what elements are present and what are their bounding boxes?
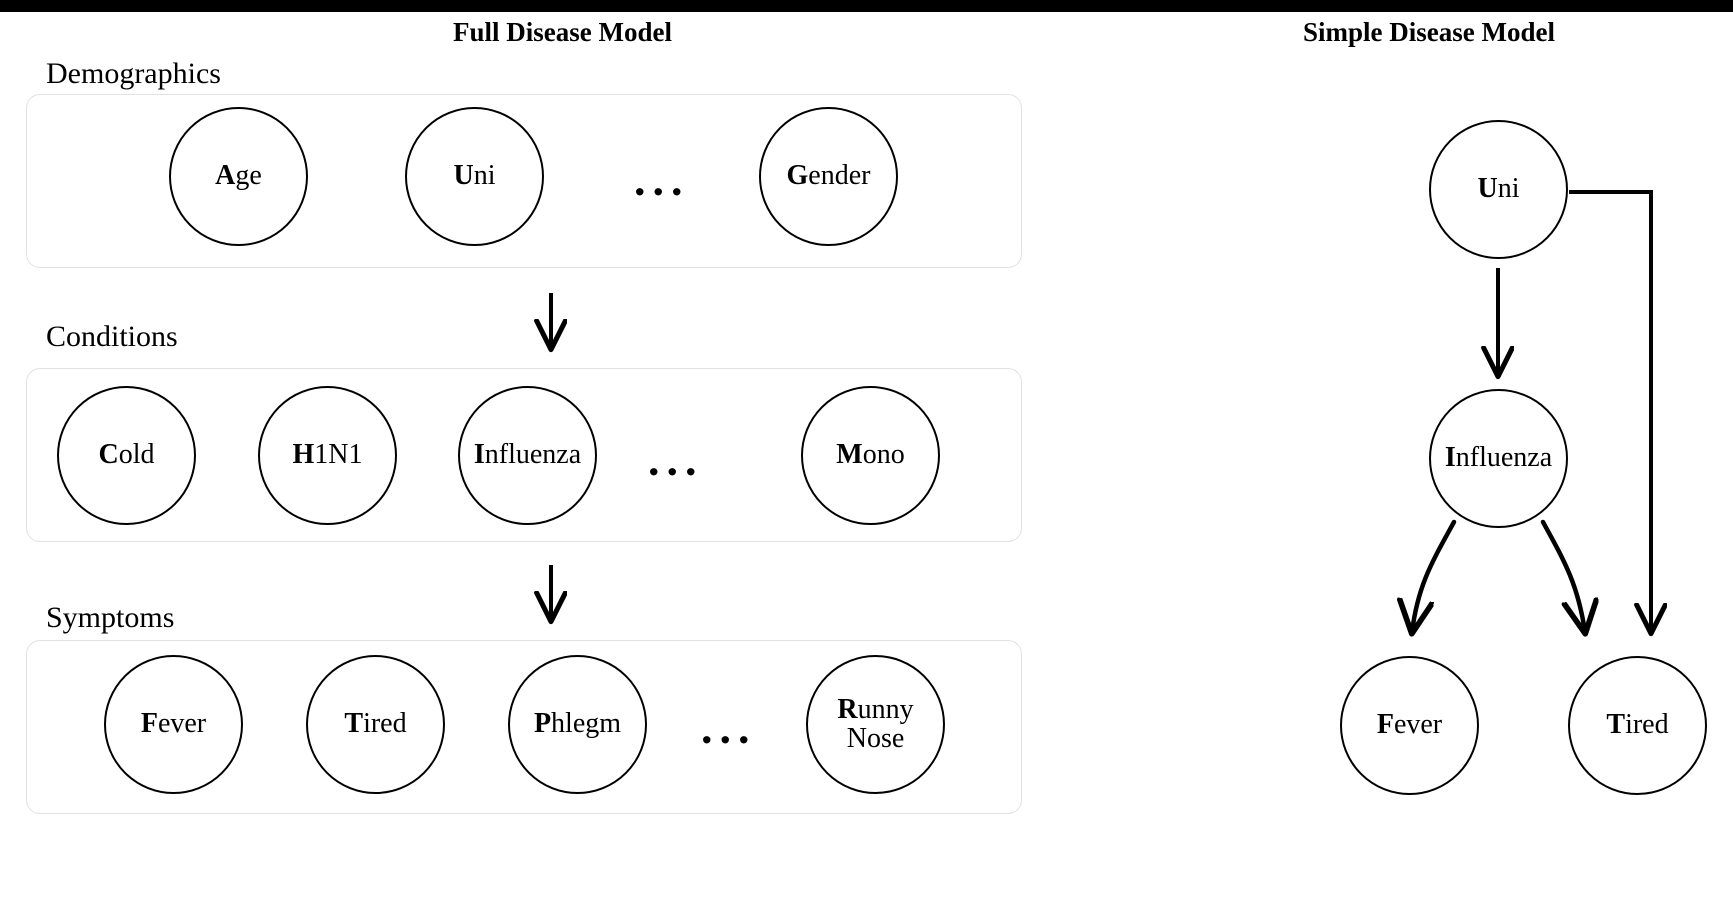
node-cold-rest: old [118, 439, 155, 471]
node-cold[interactable]: Cold [57, 386, 196, 525]
simple-node-uni-initial: U [1477, 173, 1498, 205]
simple-node-uni-rest: ni [1497, 173, 1520, 205]
simple-node-influenza[interactable]: Influenza [1429, 389, 1568, 528]
node-influenza-initial: I [473, 439, 485, 471]
ellipsis-symptoms: ... [701, 702, 757, 753]
node-age-rest: ge [235, 160, 262, 192]
node-phlegm-rest: hlegm [551, 708, 622, 740]
simple-node-fever-rest: ever [1393, 709, 1443, 741]
node-h1n1-initial: H [292, 439, 315, 471]
node-uni-rest: ni [473, 160, 496, 192]
arrow-influenza-to-fever [1412, 519, 1457, 632]
node-gender-initial: G [786, 160, 809, 192]
node-gender-rest: ender [808, 160, 871, 192]
arrow-influenza-to-tired [1540, 519, 1585, 632]
group-label-symptoms: Symptoms [46, 601, 175, 634]
top-black-bar [0, 0, 1733, 12]
ellipsis-demographics: ... [634, 154, 690, 205]
simple-node-tired-initial: T [1606, 709, 1626, 741]
group-label-demographics: Demographics [46, 57, 221, 90]
node-uni-initial: U [453, 160, 474, 192]
node-tired-initial: T [344, 708, 364, 740]
simple-node-influenza-initial: I [1444, 442, 1456, 474]
node-gender[interactable]: Gender [759, 107, 898, 246]
node-tired[interactable]: Tired [306, 655, 445, 794]
simple-node-tired[interactable]: Tired [1568, 656, 1707, 795]
ellipsis-conditions: ... [648, 434, 704, 485]
node-fever[interactable]: Fever [104, 655, 243, 794]
node-age-initial: A [215, 160, 236, 192]
panel-title-full-disease-model: Full Disease Model [453, 17, 672, 47]
node-fever-rest: ever [157, 708, 207, 740]
group-label-conditions: Conditions [46, 320, 178, 353]
simple-node-fever[interactable]: Fever [1340, 656, 1479, 795]
node-age[interactable]: Age [169, 107, 308, 246]
node-runny-nose-rest2: Nose [846, 722, 905, 754]
simple-node-tired-rest: ired [1625, 709, 1669, 741]
simple-node-uni[interactable]: Uni [1429, 120, 1568, 259]
node-cold-initial: C [98, 439, 119, 471]
node-phlegm[interactable]: Phlegm [508, 655, 647, 794]
simple-node-fever-initial: F [1376, 709, 1394, 741]
node-influenza-rest: nfluenza [484, 439, 582, 471]
node-mono[interactable]: Mono [801, 386, 940, 525]
node-phlegm-initial: P [533, 708, 552, 740]
node-h1n1-rest: 1N1 [314, 439, 363, 471]
panel-title-simple-disease-model: Simple Disease Model [1303, 17, 1555, 47]
node-mono-rest: ono [862, 439, 905, 471]
node-tired-rest: ired [363, 708, 407, 740]
simple-node-influenza-rest: nfluenza [1455, 442, 1553, 474]
node-runny-nose-initial: R [837, 693, 858, 725]
node-runny-nose-rest: unny [857, 693, 914, 725]
arrow-uni-to-tired [1569, 190, 1651, 632]
node-uni[interactable]: Uni [405, 107, 544, 246]
node-mono-initial: M [836, 439, 863, 471]
node-fever-initial: F [140, 708, 158, 740]
node-h1n1[interactable]: H1N1 [258, 386, 397, 525]
node-influenza[interactable]: Influenza [458, 386, 597, 525]
node-runny-nose[interactable]: Runny Nose [806, 655, 945, 794]
